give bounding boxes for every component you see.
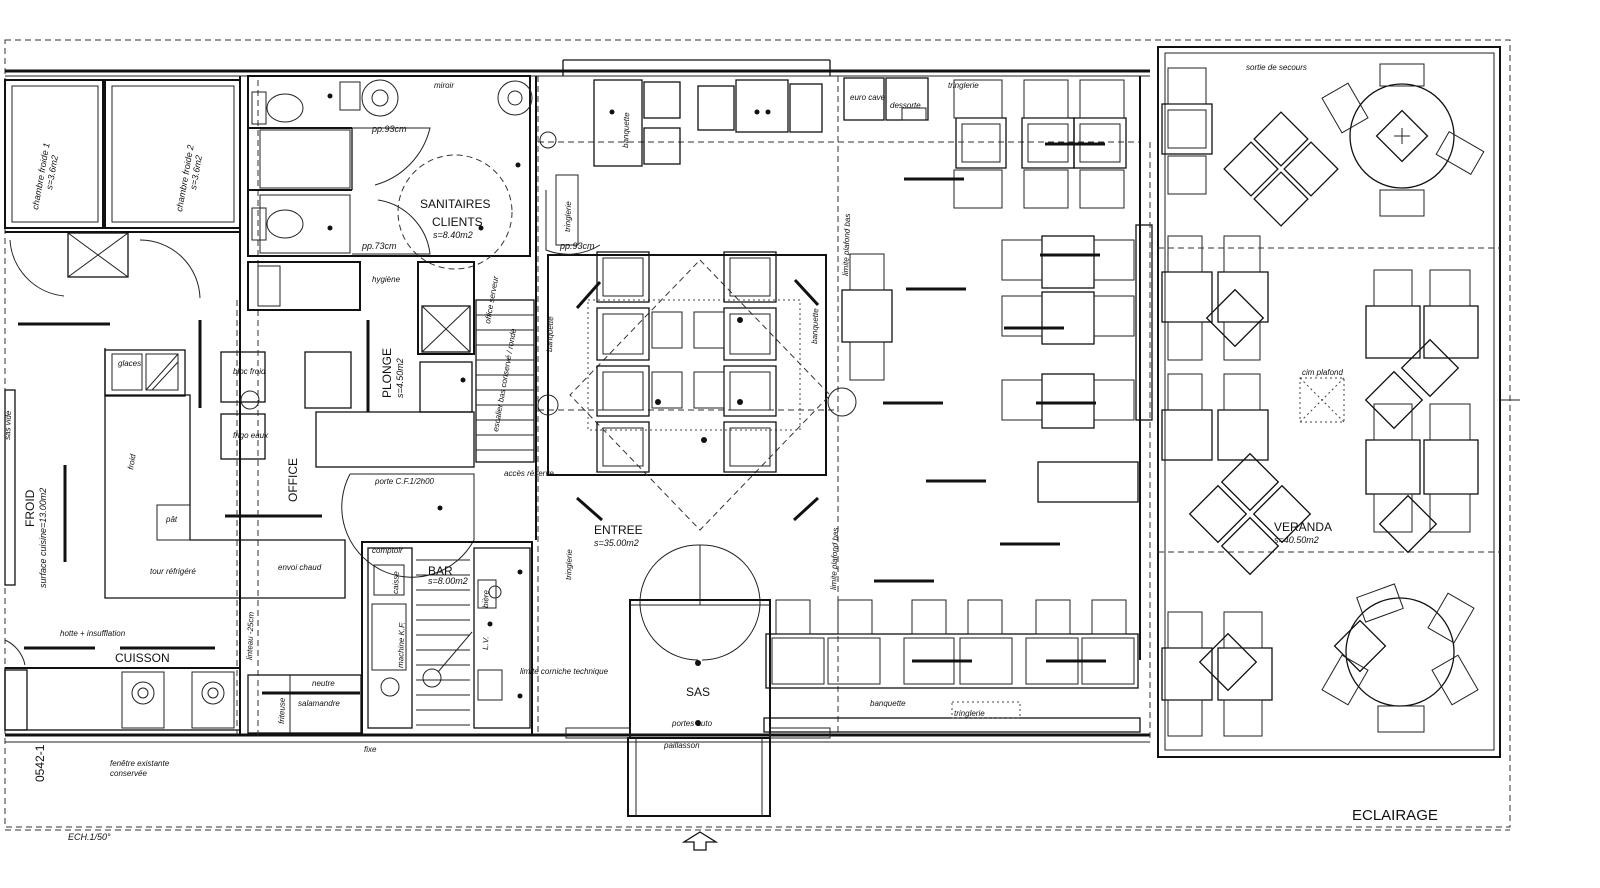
sheet-title: ECLAIRAGE	[1352, 807, 1438, 824]
note-sas-vide: sas vide	[3, 410, 13, 440]
veranda-area	[1161, 63, 1485, 737]
note-salamandre: salamandre	[298, 699, 340, 708]
note-pp93: pp.93cm	[371, 124, 407, 134]
sanitaires-area	[247, 75, 533, 270]
note-biere: bière	[481, 589, 491, 608]
note-glaces: glaces	[118, 359, 141, 368]
room-area-veranda: s=40.50m2	[1274, 535, 1319, 545]
note-euro-cave: euro cave	[850, 93, 886, 102]
note-plafond-bas-2: limite plafond bas	[829, 528, 840, 591]
room-label-sanitaires-1: SANITAIRES	[420, 197, 490, 211]
note-pp73: pp.73cm	[361, 241, 397, 251]
note-banquette-2: banquette	[810, 308, 820, 344]
note-banquette-4: banquette	[621, 112, 631, 148]
note-friteuse: friteuse	[277, 697, 287, 724]
room-area-plonge: s=4.50m2	[395, 358, 405, 398]
dining-area	[763, 76, 1153, 740]
room-label-sanitaires-2: CLIENTS	[432, 215, 483, 229]
note-caisse: caisse	[391, 571, 401, 595]
note-conservee: conservée	[110, 769, 147, 778]
note-fixe: fixe	[364, 745, 377, 754]
note-bloc-froid: bloc froid	[233, 367, 266, 376]
sheet-number: 0542-1	[33, 744, 47, 782]
note-porte-cf: porte C.F.1/2h00	[374, 477, 435, 486]
note-tringlerie-3: tringlerie	[954, 709, 985, 718]
room-label-veranda: VERANDA	[1274, 520, 1332, 534]
note-hygiene: hygiène	[372, 275, 401, 284]
room-area-bar: s=8.00m2	[428, 576, 468, 586]
note-escalier: escalier bas conservé / ronde	[491, 327, 518, 432]
note-lv: L.V.	[481, 636, 490, 650]
bar-stairs	[416, 559, 470, 726]
room-label-entree: ENTREE	[594, 523, 643, 537]
note-fenetre: fenêtre existante	[110, 759, 170, 768]
room-label-plonge: PLONGE	[380, 348, 394, 398]
note-froid: froid	[126, 453, 138, 470]
outer-boundary	[4, 39, 1520, 831]
note-frigo-eaux: frigo eaux	[233, 431, 269, 440]
note-sortie-secours: sortie de secours	[1246, 63, 1307, 72]
note-limite-corniche: limite corniche technique	[520, 667, 609, 676]
note-cim-plafond: cim plafond	[1302, 368, 1343, 377]
note-banquette-3: banquette	[870, 699, 906, 708]
note-tringlerie-4: tringlerie	[948, 81, 979, 90]
plonge-area	[247, 76, 537, 578]
note-plafond-bas-1: limite plafond bas	[841, 214, 852, 277]
note-pp93b: pp.93cm	[559, 241, 595, 251]
note-miroir: miroir	[434, 81, 454, 90]
bar-area	[361, 541, 533, 736]
room-label-bar: BAR	[428, 564, 453, 578]
note-tringlerie-2: tringlerie	[564, 549, 574, 581]
kitchen-area	[4, 76, 362, 735]
entree-area	[537, 76, 857, 851]
labels: SANITAIRES CLIENTS s=8.40m2 PLONGE s=4.5…	[3, 63, 1438, 842]
note-comptoir: comptoir	[372, 546, 403, 555]
note-machine-kf: machine K.F.	[396, 622, 407, 668]
note-tour-refrigere: tour réfrigéré	[150, 567, 196, 576]
room-label-office: OFFICE	[286, 458, 300, 502]
note-hotte: hotte + insufflation	[60, 629, 126, 638]
note-tringlerie-1: tringlerie	[563, 201, 573, 233]
note-linteau: linteau -25cm	[245, 611, 256, 660]
note-banquette-1: banquette	[545, 316, 555, 352]
note-envoi-chaud: envoi chaud	[278, 563, 322, 572]
room-label-sas: SAS	[686, 685, 710, 699]
sheet-scale: ECH.1/50°	[68, 832, 111, 842]
note-neutre: neutre	[312, 679, 335, 688]
room-label-cuisson: CUISSON	[115, 651, 170, 665]
room-area-froid: surface cuisine=13.00m2	[38, 488, 48, 588]
note-pat: pât	[165, 515, 178, 524]
note-dessorte: dessorte	[890, 101, 921, 110]
room-label-froid: FROID	[23, 489, 37, 527]
room-area-sanitaires: s=8.40m2	[433, 230, 473, 240]
note-paillasson: paillasson	[663, 741, 700, 750]
note-portes-auto: portes auto	[671, 719, 713, 728]
room-area-entree: s=35.00m2	[594, 538, 639, 548]
note-acces-reserve: accès réserve	[504, 469, 554, 478]
